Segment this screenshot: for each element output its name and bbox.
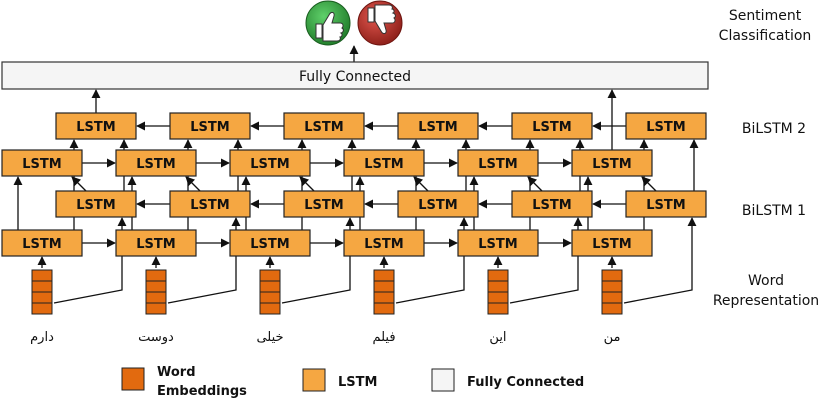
lstm-cell: LSTM	[55, 112, 137, 140]
input-word: دوست	[138, 330, 174, 345]
legend-lstm-label: LSTM	[338, 375, 377, 390]
lstm-cell: LSTM	[229, 149, 311, 177]
legend-embeddings-line2: Embeddings	[157, 384, 247, 399]
lstm-cell: LSTM	[115, 149, 197, 177]
word-embedding	[373, 269, 395, 315]
input-word: فیلم	[372, 330, 395, 345]
lstm-cell: LSTM	[283, 190, 365, 218]
thumbs-down-icon	[357, 0, 403, 46]
word-embedding	[601, 269, 623, 315]
word-embedding	[259, 269, 281, 315]
lstm-cell: LSTM	[457, 229, 539, 257]
legend-fc-label: Fully Connected	[467, 375, 584, 390]
word-representation-line1: Word	[748, 273, 784, 289]
lstm-cell-label: LSTM	[364, 237, 403, 252]
lstm-cell-label: LSTM	[136, 157, 175, 172]
lstm-cell: LSTM	[397, 112, 479, 140]
lstm-cell: LSTM	[397, 190, 479, 218]
input-word: من	[604, 330, 621, 345]
lstm-cell-label: LSTM	[592, 237, 631, 252]
lstm-cell: LSTM	[343, 229, 425, 257]
lstm-cell-label: LSTM	[532, 198, 571, 213]
word-embedding	[487, 269, 509, 315]
lstm-cell-label: LSTM	[304, 120, 343, 135]
lstm-cell-label: LSTM	[136, 237, 175, 252]
lstm-cell-label: LSTM	[250, 157, 289, 172]
word-embedding	[31, 269, 53, 315]
fully-connected-layer: Fully Connected	[1, 61, 709, 90]
lstm-cell-label: LSTM	[250, 237, 289, 252]
lstm-cell-label: LSTM	[190, 120, 229, 135]
lstm-cell: LSTM	[457, 149, 539, 177]
lstm-cell-label: LSTM	[478, 157, 517, 172]
lstm-cell: LSTM	[625, 112, 707, 140]
sentiment-label-line2: Classification	[719, 28, 812, 44]
word-embedding	[145, 269, 167, 315]
lstm-cell: LSTM	[343, 149, 425, 177]
lstm-cell: LSTM	[571, 149, 653, 177]
lstm-cell: LSTM	[571, 229, 653, 257]
lstm-cell-label: LSTM	[532, 120, 571, 135]
lstm-cell-label: LSTM	[418, 198, 457, 213]
legend: Word Embeddings LSTM Fully Connected	[121, 365, 584, 399]
lstm-cell-label: LSTM	[646, 120, 685, 135]
lstm-layers: LSTM LSTM LSTM LSTM LSTM LSTM LSTM LSTM LSTM LSTM…	[1, 89, 707, 315]
lstm-cell-label: LSTM	[190, 198, 229, 213]
lstm-cell-label: LSTM	[76, 120, 115, 135]
lstm-cell: LSTM	[169, 190, 251, 218]
lstm-cell: LSTM	[55, 190, 137, 218]
lstm-cell: LSTM	[229, 229, 311, 257]
lstm-cell: LSTM	[1, 229, 83, 257]
input-word: دارم	[30, 330, 54, 345]
lstm-cell-label: LSTM	[418, 120, 457, 135]
input-words: دارم دوست خیلی فیلم این من	[30, 330, 620, 345]
lstm-cell-label: LSTM	[646, 198, 685, 213]
thumbs-up-icon	[305, 0, 351, 46]
lstm-cell-label: LSTM	[22, 237, 61, 252]
lstm-cell: LSTM	[283, 112, 365, 140]
lstm-cell: LSTM	[115, 229, 197, 257]
lstm-cell-label: LSTM	[364, 157, 403, 172]
bilstm2-label: BiLSTM 2	[742, 121, 806, 137]
embedding-to-backward-arrow	[623, 217, 697, 304]
sentiment-label-line1: Sentiment	[729, 8, 802, 24]
bilstm1-label: BiLSTM 1	[742, 203, 806, 219]
lstm-cell-label: LSTM	[478, 237, 517, 252]
lstm-cell-label: LSTM	[592, 157, 631, 172]
input-word: این	[489, 330, 506, 345]
fully-connected-label: Fully Connected	[299, 69, 411, 85]
lstm-cell: LSTM	[1, 149, 83, 177]
word-representation-line2: Representation	[713, 293, 819, 309]
legend-lstm-swatch	[302, 368, 326, 392]
lstm-cell-label: LSTM	[76, 198, 115, 213]
legend-embeddings-swatch	[121, 367, 145, 391]
lstm-cell-label: LSTM	[22, 157, 61, 172]
lstm-cell-label: LSTM	[304, 198, 343, 213]
lstm-cell: LSTM	[169, 112, 251, 140]
legend-embeddings-line1: Word	[157, 365, 196, 380]
input-word: خیلی	[256, 330, 283, 345]
lstm-cell: LSTM	[511, 112, 593, 140]
lstm-cell: LSTM	[625, 190, 707, 218]
lstm-cell: LSTM	[511, 190, 593, 218]
legend-fc-swatch	[431, 368, 455, 392]
